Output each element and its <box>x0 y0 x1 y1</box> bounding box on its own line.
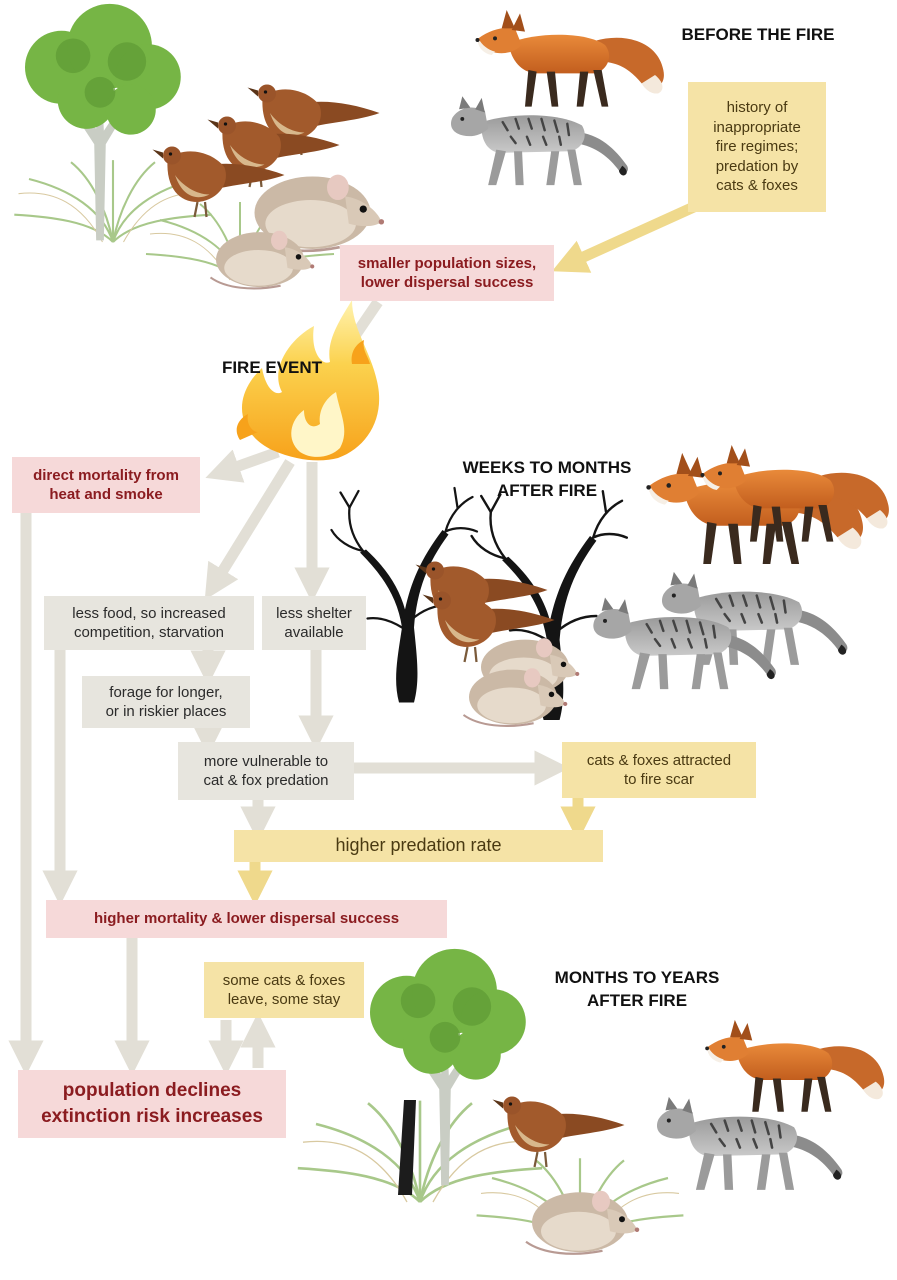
cat-icon <box>655 1095 844 1192</box>
box-forage: forage for longer, or in riskier places <box>82 676 250 728</box>
box-forage-text: forage for longer, or in riskier places <box>105 683 227 721</box>
box-history-text: history of inappropriate fire regimes; p… <box>713 99 801 195</box>
heading-before-fire: BEFORE THE FIRE <box>664 24 852 47</box>
arrow-fire-to-direct-mortality <box>205 446 280 483</box>
yellow-arrows <box>237 200 699 906</box>
heading-weeks-after: WEEKS TO MONTHS AFTER FIRE <box>436 434 658 503</box>
box-population-declines: population declines extinction risk incr… <box>18 1070 286 1138</box>
fire-icon <box>236 300 380 461</box>
box-leave-stay: some cats & foxes leave, some stay <box>204 962 364 1018</box>
tree-icon <box>25 3 181 241</box>
heading-months-after-text: MONTHS TO YEARS AFTER FIRE <box>554 967 720 1010</box>
arrow-fire-to-less-food <box>204 459 295 600</box>
fox-icon <box>475 10 664 107</box>
months-after-scene <box>296 948 885 1255</box>
heading-months-after: MONTHS TO YEARS AFTER FIRE <box>526 944 748 1013</box>
heading-before-fire-text: BEFORE THE FIRE <box>681 25 835 44</box>
box-higher-predation: higher predation rate <box>234 830 603 862</box>
box-direct-mortality-text: direct mortality from heat and smoke <box>33 466 179 504</box>
box-less-shelter: less shelter available <box>262 596 366 650</box>
box-direct-mortality: direct mortality from heat and smoke <box>12 457 200 513</box>
box-less-food-text: less food, so increased competition, sta… <box>72 604 226 642</box>
heading-fire-event-text: FIRE EVENT <box>221 358 323 377</box>
tree-icon <box>370 948 526 1186</box>
box-higher-predation-text: higher predation rate <box>335 835 502 856</box>
grass-icon <box>296 1098 544 1204</box>
box-population-declines-text: population declines extinction risk incr… <box>41 1080 263 1127</box>
box-higher-mortality-text: higher mortality & lower dispersal succe… <box>93 910 400 928</box>
heading-weeks-after-text: WEEKS TO MONTHS AFTER FIRE <box>462 457 632 500</box>
box-smaller-population: smaller population sizes, lower dispersa… <box>340 245 554 301</box>
box-less-food: less food, so increased competition, sta… <box>44 596 254 650</box>
box-less-shelter-text: less shelter available <box>276 604 352 642</box>
box-vulnerable: more vulnerable to cat & fox predation <box>178 742 354 800</box>
box-higher-mortality: higher mortality & lower dispersal succe… <box>46 900 447 938</box>
bird-icon <box>491 1095 626 1169</box>
box-vulnerable-text: more vulnerable to cat & fox predation <box>203 752 329 790</box>
box-history: history of inappropriate fire regimes; p… <box>688 82 826 212</box>
fox-icon <box>705 1019 885 1112</box>
box-attracted-text: cats & foxes attracted to fire scar <box>586 751 732 789</box>
heading-fire-event: FIRE EVENT <box>206 357 338 380</box>
grey-arrows <box>8 298 570 1076</box>
cat-icon <box>449 94 630 187</box>
charred-trunk-icon <box>398 1100 416 1195</box>
box-smaller-population-text: smaller population sizes, lower dispersa… <box>357 254 537 292</box>
box-attracted: cats & foxes attracted to fire scar <box>562 742 756 798</box>
arrow-history-to-smaller-pop <box>551 200 699 273</box>
box-leave-stay-text: some cats & foxes leave, some stay <box>222 971 346 1009</box>
